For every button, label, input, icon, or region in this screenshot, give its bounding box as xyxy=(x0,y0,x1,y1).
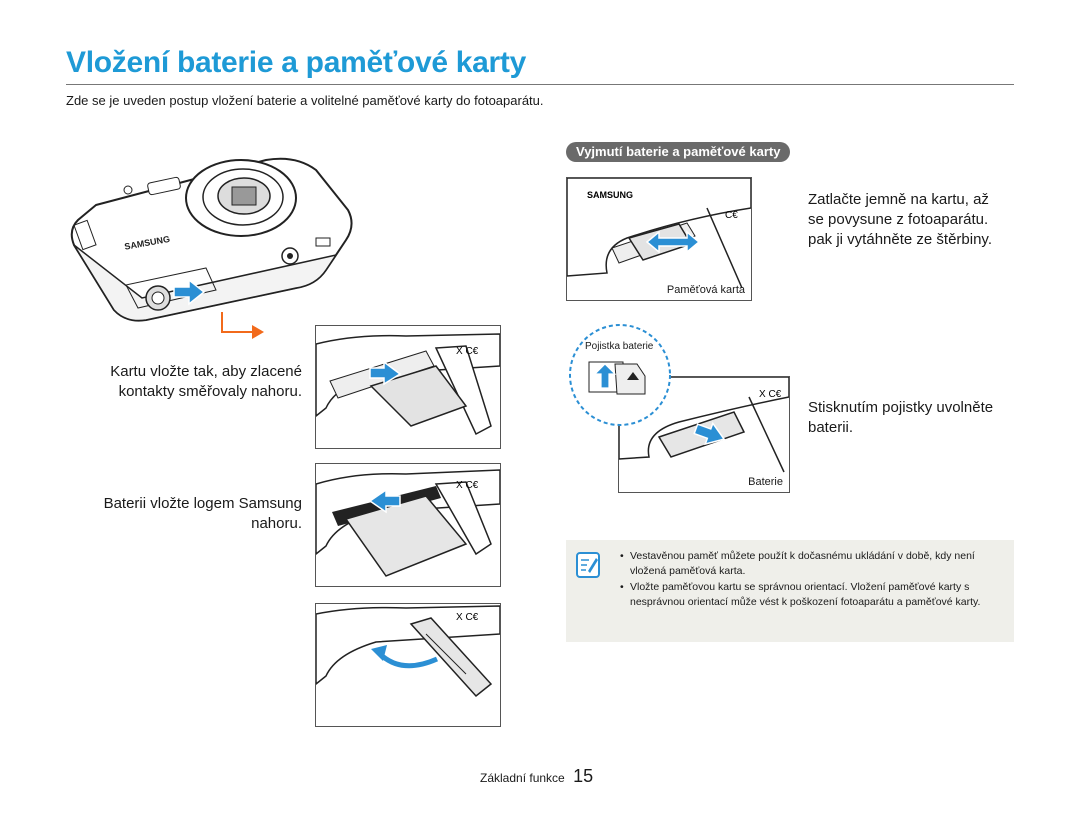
svg-text:X C€: X C€ xyxy=(759,389,782,400)
push-pull-arrow-icon xyxy=(645,230,701,254)
section-title: Vyjmutí baterie a paměťové karty xyxy=(566,142,791,162)
battery-instruction: Baterii vložte logem Samsung nahoru. xyxy=(103,495,302,532)
note-item: Vestavěnou paměť můžete použít k dočasné… xyxy=(620,549,1005,579)
svg-text:X C€: X C€ xyxy=(456,346,479,357)
battery-insert-frame: X C€ xyxy=(315,463,501,587)
swing-arrow-icon xyxy=(371,645,439,669)
intro-text: Zde se je uveden postup vložení baterie … xyxy=(66,93,544,108)
lock-label: Pojistka baterie xyxy=(585,341,654,352)
page-number: 15 xyxy=(573,766,594,786)
footer-label: Základní funkce xyxy=(480,771,565,785)
notes-box: Vestavěnou paměť můžete použít k dočasné… xyxy=(566,540,1014,642)
svg-text:X C€: X C€ xyxy=(456,480,479,491)
remove-arrow-icon xyxy=(693,421,726,446)
card-instruction: Kartu vložte tak, aby zlacené kontakty s… xyxy=(110,363,302,400)
insert-arrow-icon xyxy=(368,488,401,514)
card-insert-frame: X C€ xyxy=(315,325,501,449)
svg-text:X C€: X C€ xyxy=(456,612,479,623)
battery-caption: Baterie xyxy=(748,476,783,488)
note-item: Vložte paměťovou kartu se správnou orien… xyxy=(620,580,1005,610)
note-icon xyxy=(576,552,600,578)
card-removal-frame: SAMSUNG C€ Paměťová karta xyxy=(566,177,752,301)
open-arrow-icon xyxy=(173,278,206,306)
notes-list: Vestavěnou paměť můžete použít k dočasné… xyxy=(620,549,1005,611)
cover-close-frame: X C€ xyxy=(315,603,501,727)
svg-text:SAMSUNG: SAMSUNG xyxy=(587,190,633,200)
battery-removal-text: Stisknutím pojistky uvolněte baterii. xyxy=(808,399,994,436)
card-caption: Paměťová karta xyxy=(666,284,745,296)
svg-text:C€: C€ xyxy=(725,210,738,221)
guide-arrow-icon xyxy=(221,312,264,339)
page-title: Vložení baterie a paměťové karty xyxy=(66,46,526,79)
title-rule xyxy=(66,84,1014,85)
camera-bottom-illustration: SAMSUNG xyxy=(70,157,353,322)
battery-lock-detail xyxy=(569,324,671,426)
card-removal-text: Zatlačte jemně na kartu, až se povysune … xyxy=(808,191,992,248)
insert-arrow-icon xyxy=(369,360,402,386)
footer: Základní funkce 15 xyxy=(480,766,593,787)
